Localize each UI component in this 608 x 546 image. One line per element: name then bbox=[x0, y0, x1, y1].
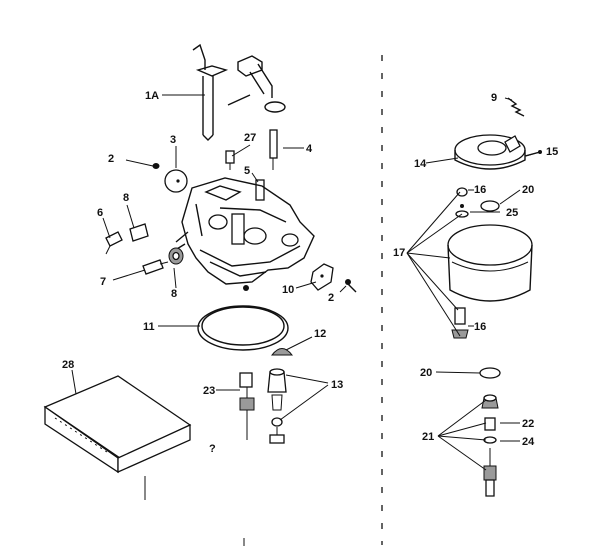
label-20-upper: 20 bbox=[522, 184, 534, 196]
label-28: 28 bbox=[62, 359, 74, 371]
label-3: 3 bbox=[170, 134, 176, 146]
label-11: 11 bbox=[143, 321, 155, 333]
needle-part-4 bbox=[269, 129, 278, 170]
label-6: 6 bbox=[97, 207, 103, 219]
air-filter-part-28 bbox=[43, 375, 192, 500]
label-20-lower: 20 bbox=[420, 367, 432, 379]
screw-part-2-upper bbox=[152, 163, 160, 169]
label-8-lower: 8 bbox=[171, 288, 177, 300]
label-5: 5 bbox=[244, 165, 250, 177]
label-9: 9 bbox=[491, 92, 497, 104]
label-25: 25 bbox=[506, 207, 518, 219]
label-7: 7 bbox=[100, 276, 106, 288]
label-24: 24 bbox=[522, 436, 535, 448]
label-27: 27 bbox=[244, 132, 256, 144]
fitting-part-16-upper bbox=[456, 187, 468, 208]
screw-part-2-lower bbox=[345, 279, 357, 293]
washer-part-20-upper bbox=[480, 200, 500, 212]
label-2-lower: 2 bbox=[328, 292, 334, 304]
fuel-bowl-part-17 bbox=[447, 224, 533, 302]
label-22: 22 bbox=[522, 418, 534, 430]
throttle-shaft-part-1a bbox=[192, 43, 286, 141]
fitting-stack-part-21 bbox=[481, 394, 499, 497]
stray-mark: ? bbox=[209, 443, 216, 455]
float-part-12 bbox=[270, 348, 294, 356]
label-8-upper: 8 bbox=[123, 192, 129, 204]
label-17: 17 bbox=[393, 247, 405, 259]
label-13: 13 bbox=[331, 379, 343, 391]
spring-part-8-upper bbox=[129, 223, 149, 242]
label-12: 12 bbox=[314, 328, 326, 340]
carburetor-body bbox=[171, 177, 315, 291]
jet-part-23 bbox=[239, 372, 255, 440]
washer-part-20-lower bbox=[479, 367, 501, 379]
label-4: 4 bbox=[306, 143, 313, 155]
label-10: 10 bbox=[282, 284, 294, 296]
nozzle-part-13 bbox=[267, 368, 287, 444]
label-1a: 1A bbox=[145, 90, 159, 102]
leader-lines bbox=[71, 94, 541, 471]
mixture-screw-part-7 bbox=[142, 259, 169, 275]
spring-part-27 bbox=[225, 150, 235, 170]
throttle-plate-part-3 bbox=[164, 169, 188, 193]
choke-lever-part-10 bbox=[310, 263, 334, 291]
label-23: 23 bbox=[203, 385, 215, 397]
drain-part-16-lower bbox=[451, 307, 469, 339]
jet-part-5 bbox=[255, 179, 265, 201]
label-21: 21 bbox=[422, 431, 434, 443]
bowl-gasket-part-11 bbox=[197, 305, 289, 351]
spring-part-9 bbox=[507, 97, 525, 117]
label-16-lower: 16 bbox=[474, 321, 486, 333]
fitting-part-8-lower bbox=[168, 247, 184, 265]
label-15: 15 bbox=[546, 146, 558, 158]
part-labels: 1A 2 3 4 5 6 7 8 8 9 10 2 11 12 13 14 15… bbox=[62, 90, 558, 455]
label-14: 14 bbox=[414, 158, 427, 170]
float-bowl-cover-part-14 bbox=[454, 134, 526, 170]
idle-screw-part-6 bbox=[105, 231, 123, 255]
label-2-upper: 2 bbox=[108, 153, 114, 165]
label-16-upper: 16 bbox=[474, 184, 486, 196]
